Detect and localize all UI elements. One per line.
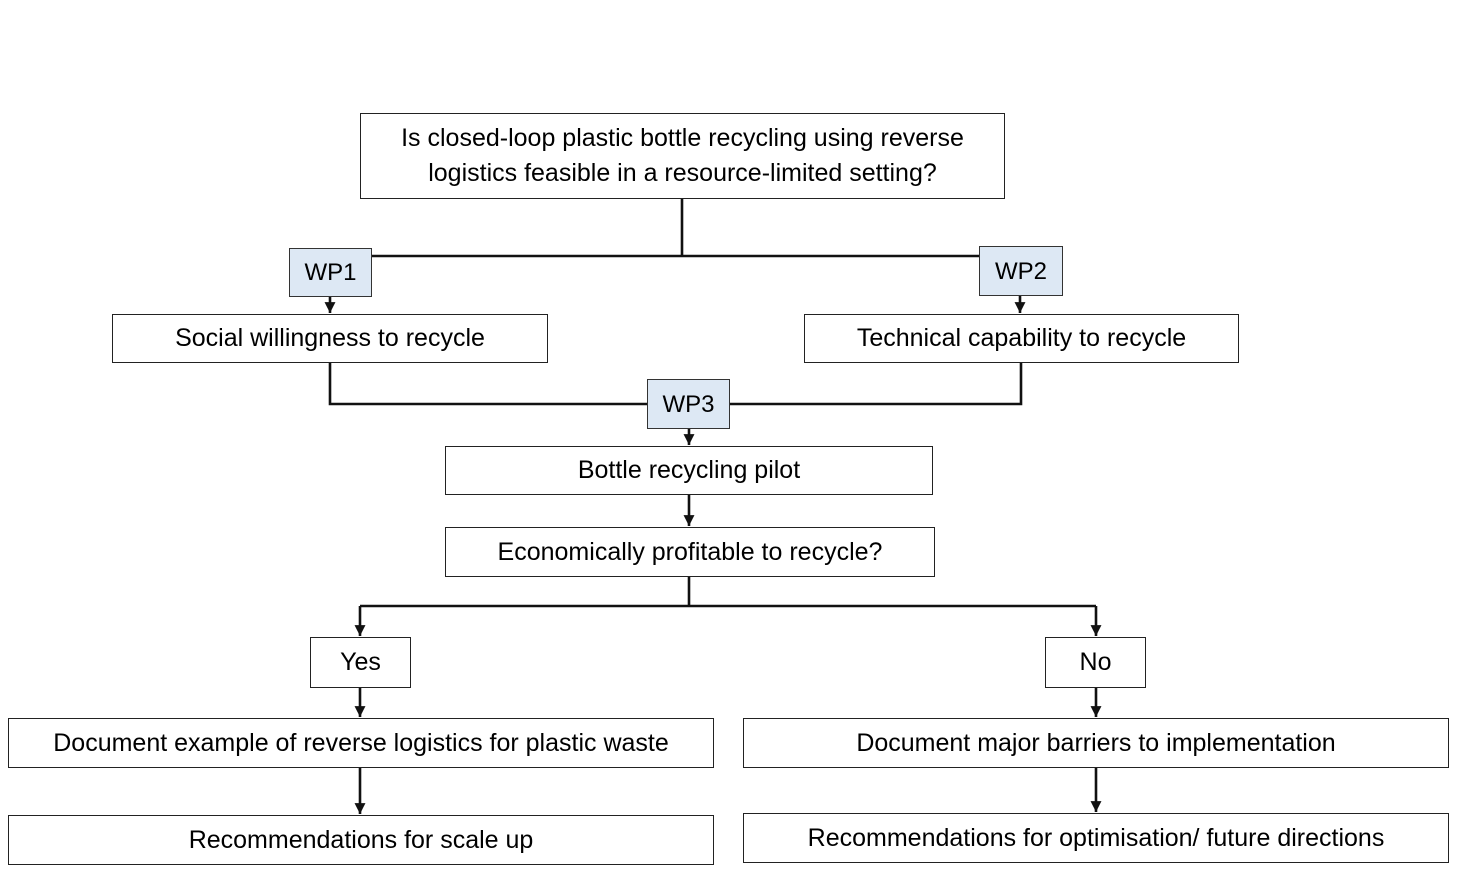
no-box: No bbox=[1045, 637, 1146, 688]
technical-capability-box: Technical capability to recycle bbox=[804, 314, 1239, 363]
connector-social-to-wp3 bbox=[328, 362, 648, 406]
wp3-box: WP3 bbox=[647, 379, 730, 429]
question-box: Is closed-loop plastic bottle recycling … bbox=[360, 113, 1005, 199]
recommendations-optimisation-box: Recommendations for optimisation/ future… bbox=[743, 813, 1449, 863]
question-line-2: logistics feasible in a resource-limited… bbox=[428, 159, 937, 187]
economically-profitable-box: Economically profitable to recycle? bbox=[445, 527, 935, 577]
document-example-box: Document example of reverse logistics fo… bbox=[8, 718, 714, 768]
social-willingness-box: Social willingness to recycle bbox=[112, 314, 548, 363]
document-barriers-box: Document major barriers to implementatio… bbox=[743, 718, 1449, 768]
wp1-box: WP1 bbox=[289, 248, 372, 297]
yes-box: Yes bbox=[310, 637, 411, 688]
connector-technical-to-wp3 bbox=[729, 362, 1023, 406]
question-line-1: Is closed-loop plastic bottle recycling … bbox=[401, 124, 964, 152]
bottle-recycling-pilot-box: Bottle recycling pilot bbox=[445, 446, 933, 495]
recommendations-scale-up-box: Recommendations for scale up bbox=[8, 815, 714, 865]
wp2-box: WP2 bbox=[979, 246, 1063, 296]
